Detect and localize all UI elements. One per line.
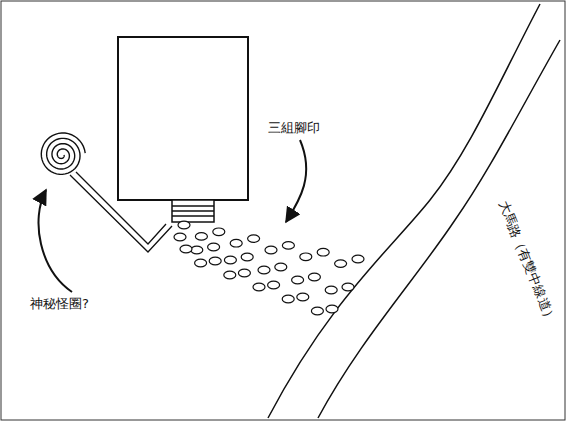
footprint bbox=[268, 281, 280, 289]
footprint bbox=[308, 273, 320, 281]
footprint bbox=[191, 246, 203, 254]
footprint bbox=[282, 295, 294, 303]
footprint bbox=[317, 248, 329, 256]
footprint bbox=[195, 233, 207, 241]
footprint bbox=[178, 221, 190, 229]
footprint bbox=[209, 257, 221, 265]
footprint bbox=[352, 255, 364, 263]
footprint bbox=[195, 259, 207, 267]
road-edge bbox=[318, 40, 560, 418]
spiral-line bbox=[41, 133, 85, 174]
footprint bbox=[275, 263, 287, 271]
footprint bbox=[213, 228, 225, 236]
footprint bbox=[224, 271, 236, 279]
footprint bbox=[342, 283, 354, 291]
mystery-circle bbox=[41, 133, 85, 174]
spiral-trail bbox=[70, 175, 172, 252]
footprint bbox=[326, 305, 338, 313]
footprint bbox=[282, 242, 294, 250]
footprint bbox=[300, 253, 312, 261]
footprint bbox=[180, 245, 192, 253]
footprint bbox=[335, 260, 347, 268]
footprint bbox=[325, 286, 337, 294]
footprint bbox=[265, 246, 277, 254]
footprint bbox=[311, 307, 323, 315]
footprints bbox=[174, 221, 364, 315]
leader-arrow bbox=[286, 140, 306, 222]
footprint bbox=[241, 253, 253, 261]
road-label: 大馬路（有雙中線道） bbox=[495, 199, 558, 325]
footprint bbox=[258, 266, 270, 274]
footprint bbox=[253, 283, 265, 291]
footprint bbox=[292, 276, 304, 284]
steps bbox=[172, 200, 214, 222]
footprint bbox=[224, 256, 236, 264]
footprint bbox=[238, 269, 250, 277]
spiral-trail bbox=[76, 172, 166, 244]
footprint bbox=[208, 243, 220, 251]
building bbox=[118, 37, 248, 200]
footprint bbox=[174, 233, 186, 241]
footprint bbox=[248, 235, 260, 243]
footprint bbox=[297, 293, 309, 301]
footprint bbox=[230, 239, 242, 247]
callout-label: 三組腳印 bbox=[268, 120, 320, 136]
callout-label: 神秘怪圈? bbox=[30, 296, 89, 312]
leader-arrow bbox=[38, 190, 72, 292]
